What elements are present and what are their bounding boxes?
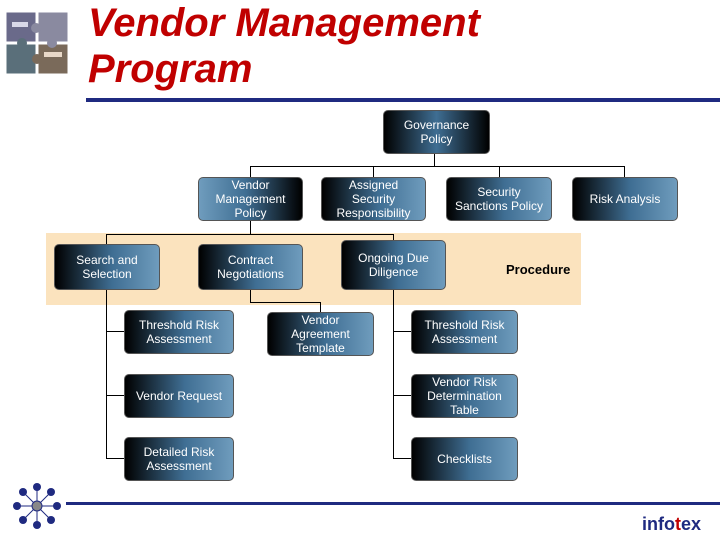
node-vendor-risk-determination-table-label: Vendor Risk Determination Table	[427, 375, 502, 417]
node-search-and-selection-label: Search and Selection	[76, 253, 138, 281]
brand-part-3: ex	[681, 514, 702, 534]
node-threshold-risk-assessment-right-label: Threshold Risk Assessment	[424, 318, 505, 346]
node-detailed-risk-assessment: Detailed Risk Assessment	[124, 437, 234, 481]
network-logo-icon	[13, 483, 61, 529]
brand-part-2: t	[675, 514, 681, 534]
connector	[250, 220, 251, 234]
node-vendor-management-policy: Vendor Management Policy	[198, 177, 303, 221]
connector	[106, 331, 124, 332]
node-risk-analysis-label: Risk Analysis	[589, 192, 661, 206]
node-search-and-selection: Search and Selection	[54, 244, 160, 290]
node-vendor-request: Vendor Request	[124, 374, 234, 418]
connector	[250, 290, 251, 302]
connector	[106, 290, 107, 458]
node-governance-policy-label: Governance Policy	[403, 118, 470, 146]
title-rule	[86, 98, 720, 102]
connector	[373, 166, 374, 177]
connector	[624, 166, 625, 177]
node-ongoing-due-diligence: Ongoing Due Diligence	[341, 240, 446, 290]
connector	[499, 166, 500, 177]
node-vendor-risk-determination-table: Vendor Risk Determination Table	[411, 374, 518, 418]
node-vendor-request-label: Vendor Request	[135, 389, 223, 403]
footer-rule	[66, 502, 720, 505]
node-assigned-security-responsibility-label: Assigned Security Responsibility	[336, 178, 411, 220]
connector	[106, 458, 124, 459]
connector	[434, 154, 435, 166]
node-threshold-risk-assessment-left-label: Threshold Risk Assessment	[138, 318, 220, 346]
node-assigned-security-responsibility: Assigned Security Responsibility	[321, 177, 426, 221]
page-title: Vendor Management Program	[88, 0, 480, 92]
node-checklists: Checklists	[411, 437, 518, 481]
node-checklists-label: Checklists	[437, 452, 492, 466]
connector	[393, 234, 394, 240]
node-vendor-agreement-template-label: Vendor Agreement Template	[291, 313, 350, 355]
connector	[250, 166, 625, 167]
node-threshold-risk-assessment-left: Threshold Risk Assessment	[124, 310, 234, 354]
page-title-line1: Vendor Management	[88, 1, 480, 45]
node-contract-negotiations: Contract Negotiations	[198, 244, 303, 290]
connector	[320, 302, 321, 312]
node-risk-analysis: Risk Analysis	[572, 177, 678, 221]
node-vendor-agreement-template: Vendor Agreement Template	[267, 312, 374, 356]
page-title-line2: Program	[88, 47, 253, 91]
node-contract-negotiations-label: Contract Negotiations	[217, 253, 284, 281]
puzzle-logo-icon	[5, 11, 69, 75]
connector	[106, 395, 124, 396]
node-security-sanctions-policy: Security Sanctions Policy	[446, 177, 552, 221]
connector	[393, 458, 411, 459]
connector	[250, 166, 251, 177]
connector	[393, 331, 411, 332]
brand-part-1: info	[642, 514, 675, 534]
connector	[393, 395, 411, 396]
node-vendor-management-policy-label: Vendor Management Policy	[215, 178, 286, 220]
node-security-sanctions-policy-label: Security Sanctions Policy	[454, 185, 544, 213]
node-threshold-risk-assessment-right: Threshold Risk Assessment	[411, 310, 518, 354]
procedure-label: Procedure	[506, 262, 571, 277]
node-governance-policy: Governance Policy	[383, 110, 490, 154]
node-detailed-risk-assessment-label: Detailed Risk Assessment	[143, 445, 215, 473]
node-ongoing-due-diligence-label: Ongoing Due Diligence	[358, 251, 429, 279]
connector	[106, 234, 393, 235]
connector	[106, 234, 107, 244]
infotex-logo: infotex	[642, 514, 701, 535]
connector	[250, 302, 320, 303]
connector	[393, 290, 394, 458]
